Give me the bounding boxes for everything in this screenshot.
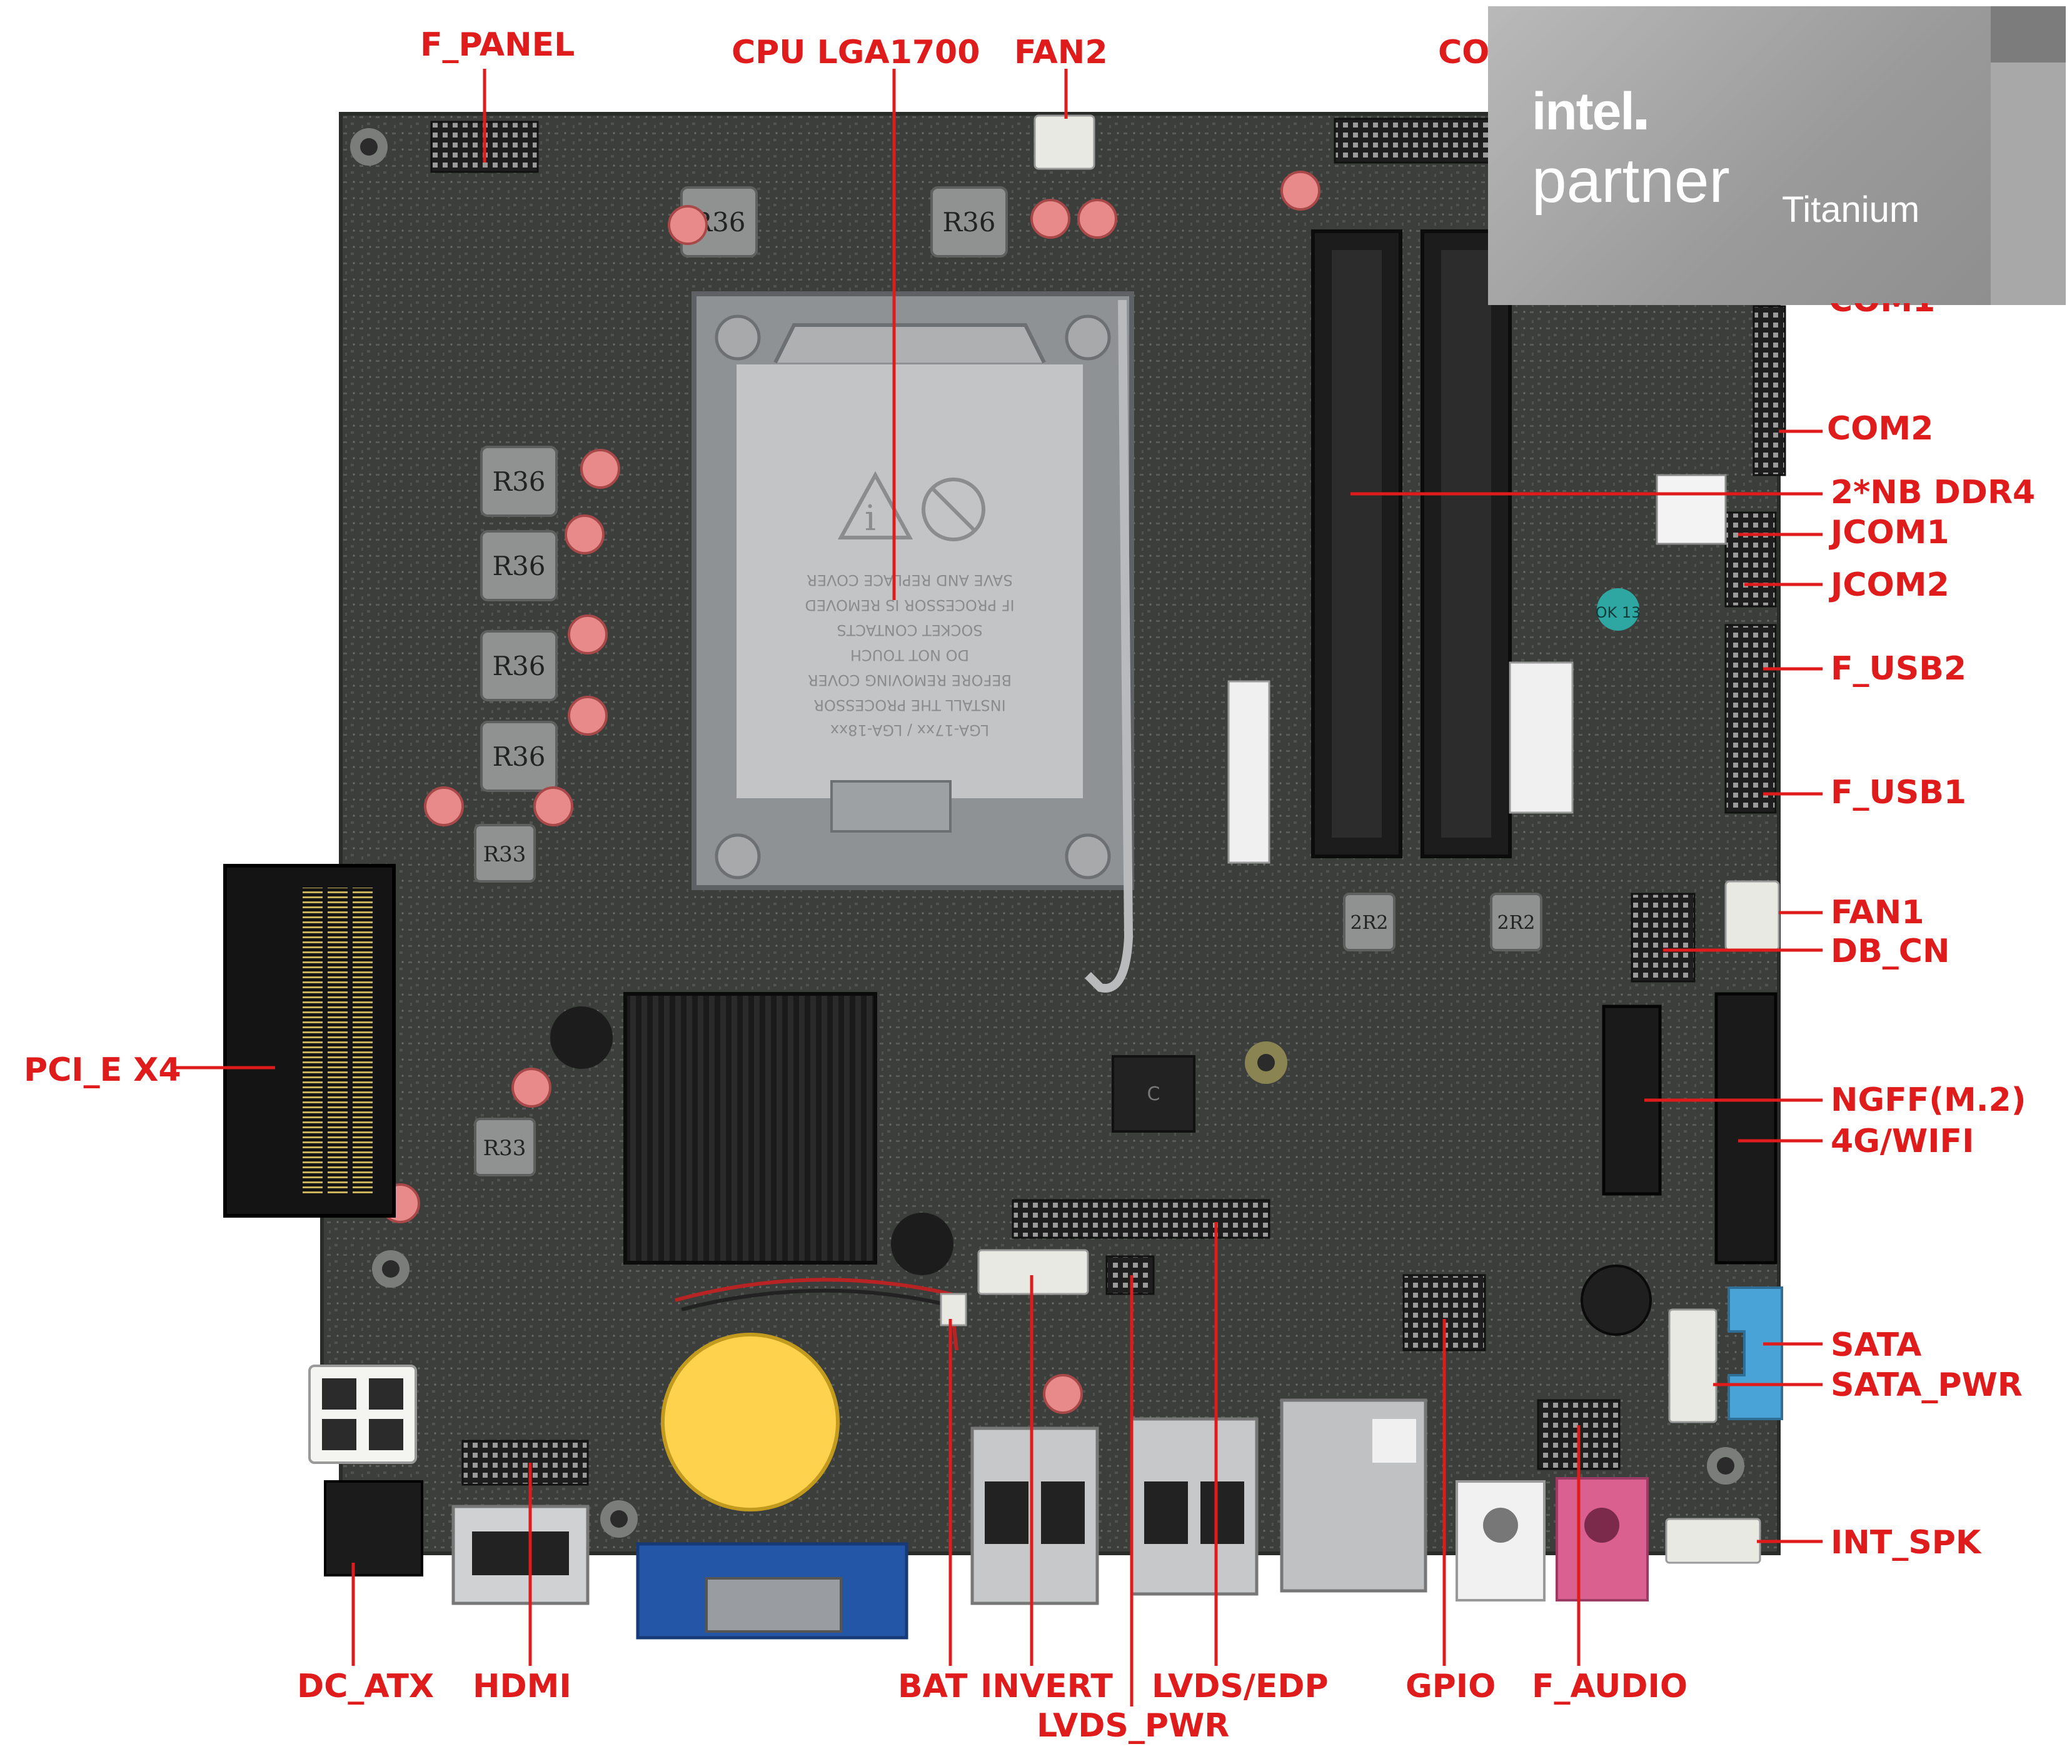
battery [661, 1278, 967, 1511]
svg-text:R33: R33 [483, 842, 526, 867]
partner-text: partner [1532, 146, 1730, 216]
inductor-r33: R33 [474, 1118, 536, 1176]
svg-text:R36: R36 [492, 651, 545, 681]
inductor-2r2: 2R2 [1490, 893, 1542, 951]
label-bat: BAT [898, 1668, 968, 1705]
cpu-cover-text-line: INSTALL THE PROCESSOR [813, 696, 1005, 714]
usb-headers [1724, 624, 1777, 814]
cpu-cover-text-line: IF PROCESSOR IS REMOVED [805, 596, 1014, 614]
dc-atx-connector [308, 1365, 417, 1464]
inductor-r36: R36 [480, 721, 558, 792]
int-spk-connector [1665, 1518, 1761, 1564]
cpu-cover-text-line: SOCKET CONTACTS [837, 621, 982, 639]
label-gpio: GPIO [1406, 1668, 1496, 1705]
label-sata-pwr: SATA_PWR [1831, 1366, 2023, 1404]
db-cn-header [1631, 893, 1696, 983]
svg-text:R36: R36 [492, 466, 545, 497]
svg-text:i: i [865, 498, 876, 539]
intel-partner-badge: intel partner Titanium [1488, 6, 2066, 305]
label-f-usb1: F_USB1 [1831, 774, 1967, 811]
mounting-holes [350, 128, 1744, 1538]
label-f-panel: F_PANEL [420, 26, 575, 64]
lan-port [1280, 1398, 1427, 1593]
com1-header [1753, 305, 1786, 476]
label-db-cn: DB_CN [1831, 933, 1950, 970]
label-cpu: CPU LGA1700 [732, 34, 980, 71]
fan2-connector [1033, 114, 1095, 170]
label-fan1: FAN1 [1831, 894, 1924, 931]
cpu-cover-text-line: SAVE AND REPLACE COVER [807, 571, 1013, 589]
cpu-cover-text-line: DO NOT TOUCH [850, 646, 969, 664]
cpu-socket: i LGA-17xx / LGA-18xx INSTALL THE PROCESS… [692, 291, 1134, 993]
hdmi-header [461, 1440, 589, 1486]
label-lvds-pwr: LVDS_PWR [1037, 1707, 1230, 1745]
inductor-r36: R36 [480, 530, 558, 601]
svg-text:R36: R36 [492, 551, 545, 581]
label-com-top: CO [1438, 34, 1490, 71]
svg-text:R33: R33 [483, 1136, 526, 1161]
label-fan2: FAN2 [1014, 34, 1108, 71]
label-invert: INVERT [980, 1668, 1113, 1705]
inductor-2r2: 2R2 [1343, 893, 1396, 951]
buzzer [1581, 1265, 1652, 1336]
sata-pwr-connector [1668, 1308, 1717, 1423]
inductor-r33: R33 [474, 824, 536, 883]
jcom-headers [1724, 511, 1777, 608]
label-hdmi: HDMI [473, 1668, 571, 1705]
intel-logo: intel [1532, 81, 1646, 142]
qr-sticker [1656, 474, 1727, 545]
label-wifi: 4G/WIFI [1831, 1123, 1974, 1160]
label-jcom1: JCOM1 [1831, 514, 1949, 551]
inductor-r36: R36 [480, 446, 558, 517]
label-jcom2: JCOM2 [1831, 566, 1949, 604]
ddr4-slots [1311, 229, 1512, 858]
svg-text:R36: R36 [942, 207, 995, 238]
ok-sticker [1597, 588, 1639, 631]
fan1-connector [1724, 880, 1780, 951]
cpu-cover-text-line: BEFORE REMOVING COVER [808, 671, 1012, 689]
svg-text:2R2: 2R2 [1350, 912, 1389, 934]
vga-port [636, 1542, 908, 1640]
model-label [1227, 680, 1270, 864]
heatsink [623, 992, 877, 1265]
label-com2: COM2 [1827, 410, 1934, 448]
label-pcie: PCI_E X4 [24, 1051, 181, 1089]
inductor-r36: R36 [930, 186, 1008, 258]
com-top-header [1334, 118, 1499, 164]
label-com1: COM1 [1829, 303, 1935, 317]
wifi-slot [1714, 992, 1778, 1265]
tier-text: Titanium [1782, 189, 1920, 230]
svg-text:R36: R36 [492, 741, 545, 772]
label-sata: SATA [1831, 1326, 1922, 1364]
chipset [1112, 1055, 1195, 1133]
svg-text:2R2: 2R2 [1497, 912, 1536, 934]
pch-label-sticker [1509, 661, 1574, 814]
inductor-r36: R36 [480, 630, 558, 701]
cpu-cover-text-line: LGA-17xx / LGA-18xx [830, 721, 989, 739]
dc-jack [324, 1480, 423, 1576]
pcie-slot [223, 864, 396, 1218]
svg-text:C: C [1147, 1083, 1160, 1105]
label-int-spk: INT_SPK [1831, 1524, 1981, 1561]
label-f-audio: F_AUDIO [1532, 1668, 1688, 1705]
label-dc-atx: DC_ATX [297, 1668, 435, 1705]
label-f-usb2: F_USB2 [1831, 650, 1967, 688]
label-lvds-edp: LVDS/EDP [1152, 1668, 1329, 1705]
svg-text:OK 13: OK 13 [1596, 604, 1641, 621]
label-ngff: NGFF(M.2) [1831, 1081, 2026, 1119]
lvds-header [1012, 1199, 1270, 1239]
label-ddr: 2*NB DDR4 [1831, 474, 2036, 511]
